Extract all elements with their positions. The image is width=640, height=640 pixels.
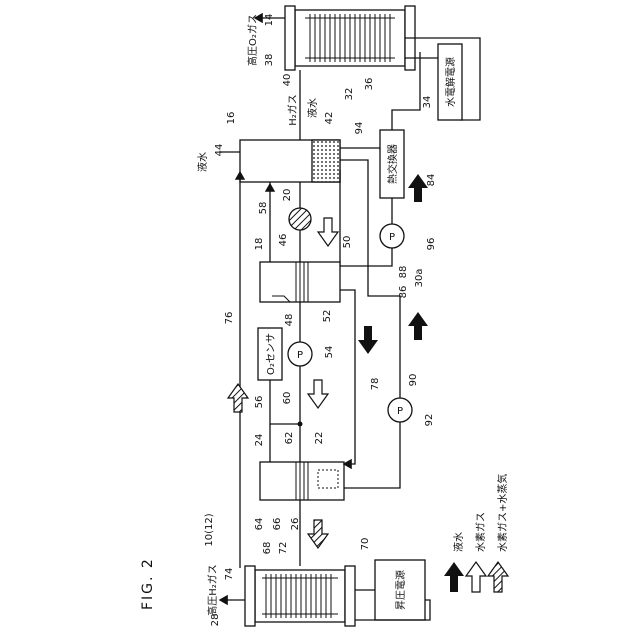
ref-24: 24 [254,434,265,447]
flow-arrow-solid-3 [358,326,378,354]
electrolyzer-power-label: 水電解電源 [444,57,457,107]
heat-exchanger-label: 熱交換器 [386,144,399,184]
pump-92-label: P [397,406,403,417]
stream-hp-h2: 高圧H₂ガス [206,564,219,616]
line-78 [340,290,355,464]
ref-46: 46 [278,234,289,247]
flow-arrow-hollow-1 [318,218,338,246]
ref-64: 64 [254,518,265,531]
ref-28: 28 [210,614,221,627]
line-94 [340,148,380,150]
pump-96-label: P [389,232,395,243]
ref-44: 44 [214,144,225,157]
ref-18: 18 [254,238,265,251]
ref-22: 22 [314,432,325,445]
ref-96: 96 [426,238,437,251]
legend-hollow-arrow [466,562,486,592]
legend-hatched-arrow [488,562,508,592]
ref-90: 90 [408,374,419,387]
legend: 液水 水素ガス 水素ガス+水蒸気 [444,474,509,592]
flow-arrow-hatched-2 [308,520,328,548]
flow-arrow-hollow-2 [308,380,328,408]
flow-arrow-solid-2 [408,312,428,340]
ref-58: 58 [258,202,269,215]
ref-42: 42 [324,112,335,125]
ref-54: 54 [324,346,335,359]
ref-36: 36 [364,78,375,91]
ref-56: 56 [254,396,265,409]
o2-sensor-label: O₂センサ [265,333,277,375]
separator-water-zone [312,140,340,182]
ref-88: 88 [398,266,409,279]
h2-stack [245,566,355,626]
flow-arrow-solid-1 [408,174,428,202]
stream-liquid-top: 液水 [306,98,319,118]
line-to-92 [344,422,400,488]
ref-50: 50 [342,236,353,249]
stream-h2-gas: H₂ガス [287,94,299,126]
ref-40: 40 [282,74,293,87]
ref-26: 26 [290,518,301,531]
ref-14: 14 [264,14,275,27]
unit-24 [260,462,344,500]
ref-86: 86 [398,286,409,299]
ref-74: 74 [224,568,235,581]
flow-arrow-hatched-1 [228,384,248,412]
ref-84: 84 [426,174,437,187]
ref-78: 78 [370,378,381,391]
ref-38: 38 [264,54,275,67]
ref-70: 70 [360,538,371,551]
ref-68: 68 [262,542,273,555]
ref-30a: 30a [414,269,425,288]
ref-16: 16 [226,112,237,125]
legend-label-water: 液水 [452,532,465,552]
ref-32: 32 [344,88,355,101]
ref-92: 92 [424,414,435,427]
ref-52: 52 [322,310,333,323]
o2-stack [285,6,415,70]
ref-66: 66 [272,518,283,531]
ref-62: 62 [284,432,295,445]
legend-label-h2: 水素ガス [474,512,487,552]
stream-hp-o2: 高圧O₂ガス [246,14,259,66]
ref-20: 20 [282,189,293,202]
legend-label-h2-vapour: 水素ガス+水蒸気 [496,474,509,552]
ref-34: 34 [422,96,433,109]
ref-72: 72 [278,542,289,555]
system-ref: 10(12) [204,513,215,546]
ref-76: 76 [224,312,235,325]
ref-60: 60 [282,392,293,405]
stream-liquid-left: 液水 [196,152,209,172]
booster-power-label: 昇圧電源 [394,570,407,610]
pump-54-label: P [297,350,303,361]
figure-caption: FIG. 2 [140,557,156,610]
ref-94: 94 [354,122,365,135]
legend-solid-arrow [444,562,464,592]
filter-46 [289,208,311,230]
ref-48: 48 [284,314,295,327]
